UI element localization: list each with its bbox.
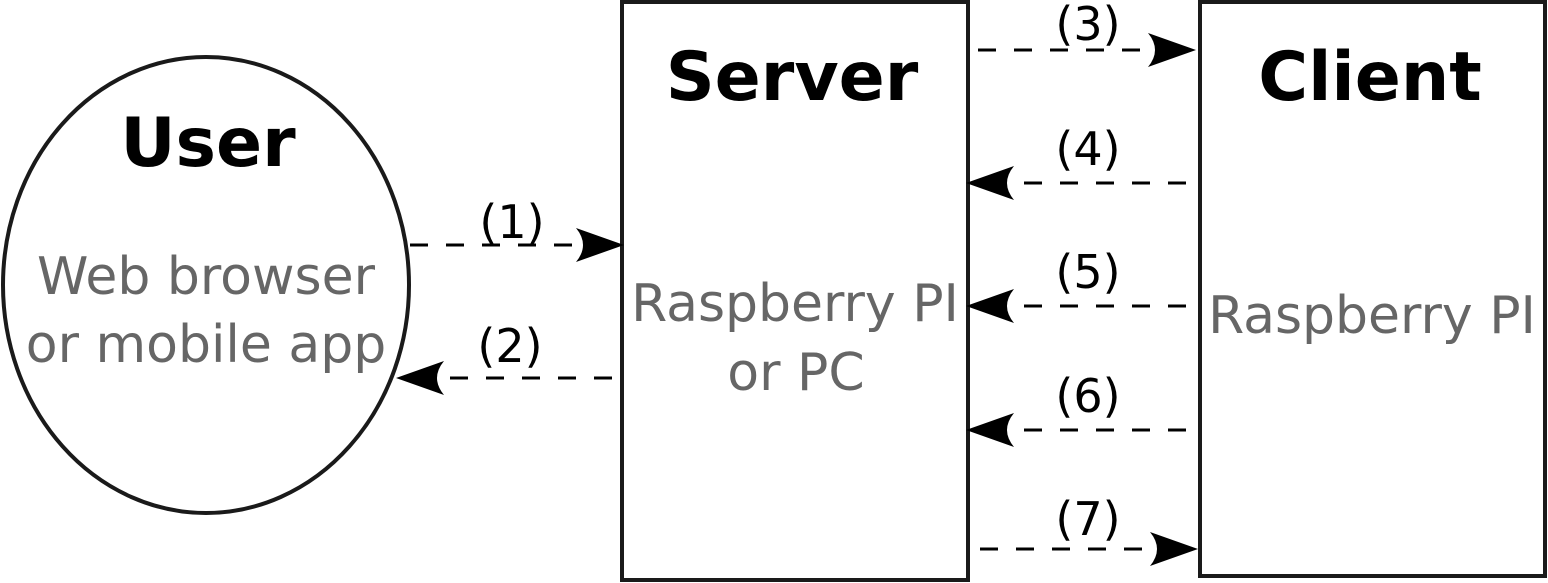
user-title: User xyxy=(120,104,296,183)
arrow-label-6: (6) xyxy=(1055,369,1120,423)
arrow-label-5: (5) xyxy=(1055,245,1120,299)
arrowhead-left-icon xyxy=(396,361,444,395)
arrowhead-left-icon xyxy=(966,413,1014,447)
arrowhead-left-icon xyxy=(966,289,1014,323)
arrowhead-right-icon xyxy=(1150,532,1198,566)
arrow-label-3: (3) xyxy=(1055,0,1120,51)
arrow-server-to-user-2: (2) xyxy=(396,319,612,395)
arrow-client-to-server-6: (6) xyxy=(966,369,1186,447)
arrow-server-to-client-7: (7) xyxy=(980,492,1198,566)
client-box xyxy=(1198,0,1547,578)
arrowhead-right-icon xyxy=(576,228,624,262)
user-node: User Web browser or mobile app xyxy=(1,55,411,515)
client-subtitle-line1: Raspberry PI xyxy=(1208,286,1536,346)
arrow-server-to-client-3: (3) xyxy=(978,0,1196,67)
server-node: Server Raspberry PI or PC xyxy=(620,0,970,582)
arrowhead-left-icon xyxy=(966,166,1014,200)
client-node: Client Raspberry PI xyxy=(1198,0,1547,578)
arrow-label-7: (7) xyxy=(1055,492,1120,546)
arrow-client-to-server-5: (5) xyxy=(966,245,1186,323)
arrow-label-1: (1) xyxy=(479,195,544,249)
server-subtitle-line1: Raspberry PI xyxy=(631,274,959,334)
arrow-client-to-server-4: (4) xyxy=(966,122,1186,200)
client-title: Client xyxy=(1258,38,1482,117)
arrow-label-4: (4) xyxy=(1055,122,1120,176)
user-subtitle-line1: Web browser xyxy=(37,247,376,307)
user-subtitle-line2: or mobile app xyxy=(26,315,387,375)
user-ellipse xyxy=(1,55,411,515)
arrow-label-2: (2) xyxy=(477,319,542,373)
server-box xyxy=(620,0,970,582)
server-title: Server xyxy=(666,38,919,117)
arrowhead-right-icon xyxy=(1148,33,1196,67)
server-subtitle-line2: or PC xyxy=(727,343,864,403)
arrow-user-to-server-1: (1) xyxy=(410,195,624,262)
